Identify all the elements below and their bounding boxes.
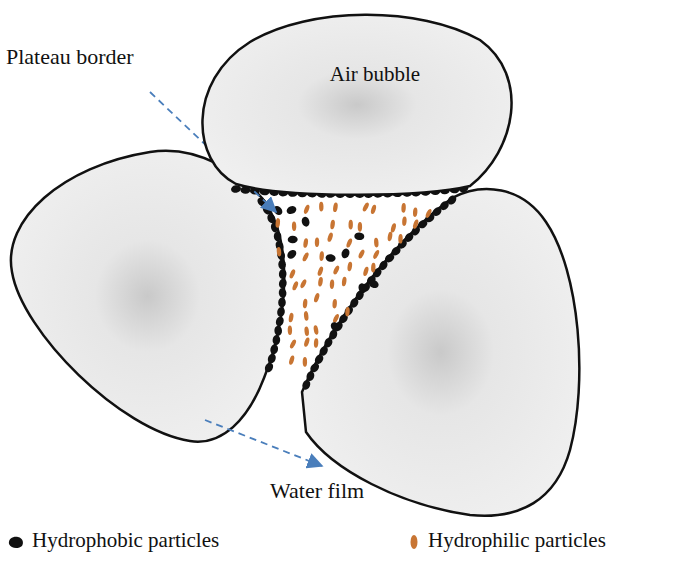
hydrophilic-particle: [319, 251, 324, 261]
hydrophilic-particle: [358, 222, 363, 232]
hydrophobic-particle: [325, 253, 336, 263]
hydrophobic-particle: [285, 205, 297, 216]
right-bubble: [302, 189, 579, 516]
hydrophilic-particle: [304, 326, 309, 336]
hydrophobic-particle: [272, 335, 280, 346]
hydrophobic-particle: [340, 247, 350, 259]
hydrophilic-particle: [288, 325, 293, 335]
hydrophilic-particle: [275, 218, 280, 228]
hydrophilic-particle: [276, 247, 281, 257]
legend-text: Hydrophilic particles: [428, 528, 606, 553]
hydrophobic-particle: [269, 344, 279, 355]
hydrophilic-particle: [327, 232, 334, 242]
hydrophilic-particle: [387, 231, 393, 241]
bubble-outline: [195, 6, 515, 198]
hydrophilic-particle: [313, 325, 319, 335]
bubble-shape: [202, 15, 511, 195]
hydrophilic-particle: [313, 292, 320, 303]
hydrophilic-particle: [402, 216, 407, 226]
hydrophilic-particle: [303, 337, 310, 347]
hydrophobic-particle: [274, 231, 282, 241]
hydrophilic-particle: [317, 266, 324, 277]
hydrophobic-particle: [278, 288, 287, 299]
hydrophilic-particle: [332, 299, 337, 309]
hydrophilic-particle: [289, 339, 297, 350]
hydrophobic-particle: [357, 282, 367, 294]
hydrophilic-particle: [401, 203, 406, 213]
hydrophobic-sample: [6, 532, 26, 552]
hydrophilic-particle: [292, 221, 297, 231]
hydrophobic-particle: [275, 315, 285, 327]
hydrophilic-particle: [330, 219, 336, 229]
hydrophilic-particle: [303, 357, 307, 367]
hydrophilic-particle: [302, 299, 307, 309]
hydrophilic-particle: [362, 266, 369, 276]
hydrophilic-particle: [425, 208, 433, 219]
hydrophilic-particle: [288, 355, 295, 365]
hydrophobic-particle: [278, 259, 286, 270]
particles: [230, 183, 469, 391]
hydrophobic-particle: [368, 279, 380, 290]
hydrophilic-particle: [348, 220, 353, 230]
hydrophilic-particle: [303, 204, 311, 215]
hydrophobic-particle: [286, 248, 298, 260]
hydrophilic-particle: [371, 263, 376, 273]
bubble-label: Air bubble: [195, 62, 555, 87]
left-bubble: [11, 151, 284, 442]
hydrophilic-particle: [412, 219, 419, 230]
hydrophobic-particle: [278, 297, 286, 307]
hydrophilic-particle: [303, 238, 309, 248]
hydrophilic-particle: [390, 223, 397, 233]
hydrophilic-particle: [398, 234, 403, 244]
hydrophobic-particle: [301, 216, 311, 228]
hydrophobic-particle: [301, 379, 312, 391]
hydrophobic-particle: [354, 232, 365, 240]
hydrophilic-particle: [299, 279, 307, 290]
hydrophobic-particle: [329, 321, 341, 334]
hydrophilic-particle: [332, 265, 340, 276]
hydrophilic-particle: [372, 249, 380, 260]
hydrophilic-particle: [370, 204, 377, 214]
leader-arrow: [205, 420, 322, 466]
hydrophobic-particle: [278, 278, 288, 290]
hydrophilic-particle: [314, 338, 319, 348]
hydrophilic-particle: [303, 311, 309, 321]
hydrophobic-particle: [276, 306, 285, 317]
hydrophilic-sample: [406, 530, 422, 554]
hydrophobic-particle: [288, 236, 298, 244]
hydrophilic-particle: [362, 202, 370, 213]
hydrophilic-particle: [291, 281, 299, 292]
hydrophilic-particle: [315, 237, 320, 247]
legend-text: Hydrophobic particles: [32, 528, 219, 553]
callout-label: Water film: [270, 478, 364, 504]
hydrophilic-particle: [347, 261, 353, 271]
hydrophilic-particle: [332, 313, 340, 324]
hydrophilic-particle: [301, 252, 309, 263]
callout-label: Plateau border: [6, 44, 134, 70]
hydrophilic-particle: [288, 269, 296, 280]
hydrophilic-particle: [318, 277, 324, 287]
hydrophilic-particle: [374, 238, 379, 248]
hydrophobic-particle: [278, 269, 286, 280]
hydrophilic-particle: [357, 249, 365, 260]
hydrophilic-particle: [319, 202, 324, 212]
hydrophilic-particle: [332, 202, 338, 212]
hydrophilic-particle: [345, 307, 350, 317]
hydrophilic-particle: [341, 276, 347, 286]
hydrophobic-particle: [263, 361, 275, 373]
hydrophilic-particle: [413, 207, 418, 217]
hydrophilic-particle: [288, 312, 294, 322]
hydrophobic-particle: [266, 352, 277, 364]
hydrophilic-particle: [330, 279, 335, 289]
bubble-node: Air bubble: [195, 6, 555, 198]
hydrophobic-particle: [274, 325, 282, 336]
hydrophilic-particle: [345, 238, 353, 249]
